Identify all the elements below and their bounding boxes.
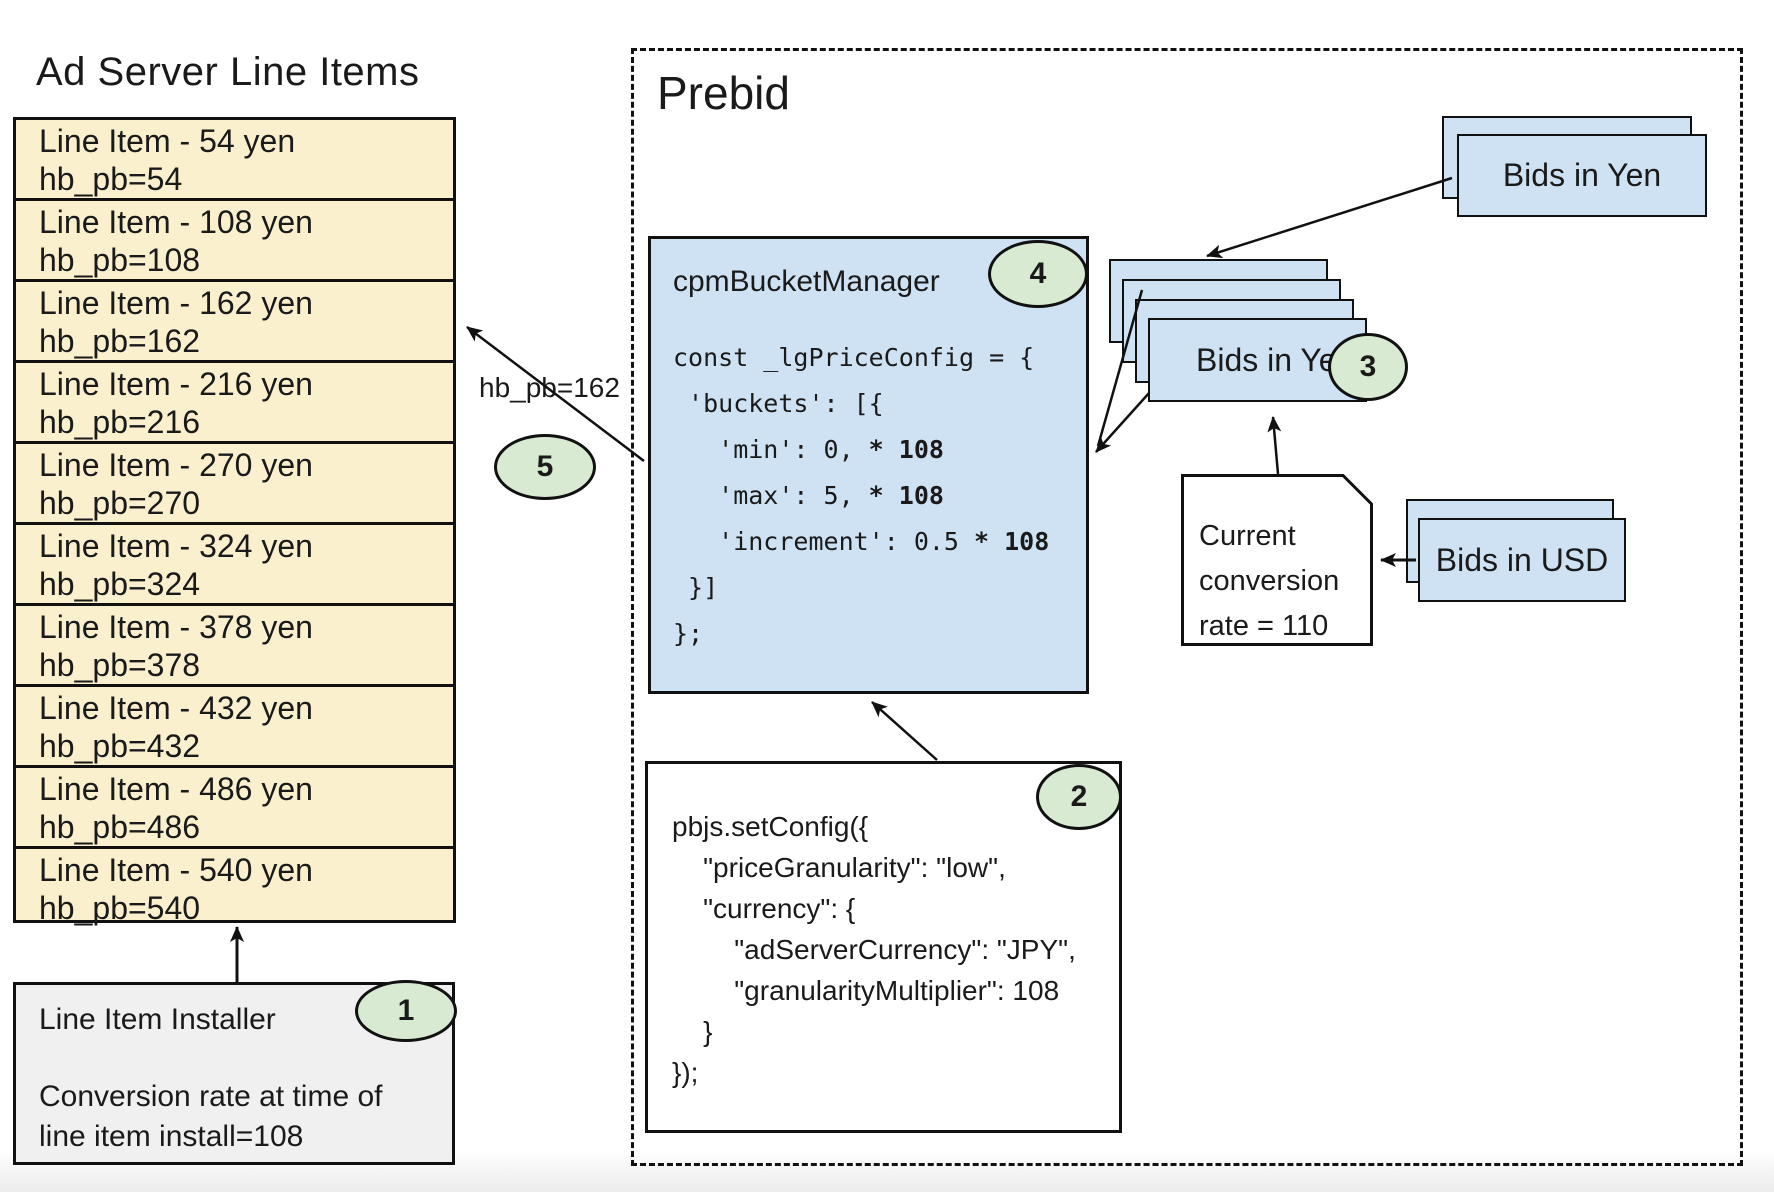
- line-item-key: hb_pb=270: [39, 485, 201, 521]
- line-item-label: Line Item - 486 yen: [39, 771, 313, 807]
- setconfig-code-line: }: [672, 1016, 713, 1047]
- step-badge-2: 2: [1036, 764, 1122, 830]
- line-item-key: hb_pb=162: [39, 323, 201, 359]
- line-item-label: Line Item - 108 yen: [39, 204, 313, 240]
- line-item-key: hb_pb=54: [39, 161, 183, 197]
- bucket-code-line: const _lgPriceConfig = {: [673, 343, 1035, 372]
- line-item-key: hb_pb=432: [39, 728, 201, 764]
- bucket-code-line: 'max': 5, * 108: [673, 481, 944, 510]
- line-item-key: hb_pb=378: [39, 647, 201, 683]
- cpm-bucket-manager-label: cpmBucketManager: [673, 265, 940, 298]
- prebid-title: Prebid: [657, 67, 790, 119]
- hb-pb-arrow-label: hb_pb=162: [479, 372, 620, 403]
- bids-in-yen-stack-label: Bids in Yen: [1196, 341, 1355, 378]
- bucket-code-line: 'increment': 0.5 * 108: [673, 527, 1050, 556]
- installer-title: Line Item Installer: [39, 1003, 276, 1036]
- line-item-key: hb_pb=108: [39, 242, 201, 278]
- cpm-bucket-manager-box: cpmBucketManager const _lgPriceConfig = …: [648, 236, 1089, 694]
- bids-in-usd-label: Bids in USD: [1435, 541, 1609, 578]
- bucket-code-line: }]: [673, 573, 719, 602]
- prebid-container: [631, 48, 1743, 1166]
- bucket-code-line: 'buckets': [{: [673, 389, 884, 418]
- installer-note: Conversion rate at time of line item ins…: [39, 1080, 383, 1153]
- bucket-code-line: 'min': 0, * 108: [673, 435, 944, 464]
- ad-server-title: Ad Server Line Items: [36, 50, 420, 94]
- line-item-key: hb_pb=540: [39, 890, 201, 926]
- setconfig-code-line: });: [672, 1057, 699, 1088]
- line-item-label: Line Item - 162 yen: [39, 285, 313, 321]
- bucket-manager-code: const _lgPriceConfig = { 'buckets': [{ '…: [673, 335, 1086, 657]
- line-item-label: Line Item - 54 yen: [39, 123, 296, 159]
- setconfig-code-line: "currency": {: [672, 893, 856, 924]
- line-item-label: Line Item - 216 yen: [39, 366, 313, 402]
- bids-in-yen-stack-card-front: Bids in Yen: [1148, 318, 1367, 402]
- line-item-label: Line Item - 270 yen: [39, 447, 313, 483]
- line-item-key: hb_pb=216: [39, 404, 201, 440]
- setconfig-code-line: "priceGranularity": "low",: [672, 852, 1006, 883]
- line-item-label: Line Item - 540 yen: [39, 852, 313, 888]
- conversion-rate-text: Current conversion rate = 110: [1199, 520, 1340, 642]
- step-badge-4: 4: [988, 240, 1088, 308]
- setconfig-code-line: "adServerCurrency": "JPY",: [672, 934, 1076, 965]
- step-badge-3: 3: [1328, 333, 1408, 401]
- note-shape: [1181, 474, 1373, 646]
- line-item-label: Line Item - 324 yen: [39, 528, 313, 564]
- conversion-rate-note: Current conversion rate = 110: [1181, 474, 1373, 646]
- line-item-label: Line Item - 378 yen: [39, 609, 313, 645]
- pbjs-setconfig-code: pbjs.setConfig({ "priceGranularity": "lo…: [672, 806, 1119, 1093]
- bucket-code-line: };: [673, 619, 704, 648]
- bids-in-usd-card: Bids in USD: [1418, 518, 1626, 602]
- setconfig-code-line: "granularityMultiplier": 108: [672, 975, 1060, 1006]
- line-item-key: hb_pb=324: [39, 566, 201, 602]
- line-item-key: hb_pb=486: [39, 809, 201, 845]
- pbjs-setconfig-box: pbjs.setConfig({ "priceGranularity": "lo…: [645, 761, 1122, 1133]
- step-badge-5: 5: [494, 434, 596, 500]
- line-item-label: Line Item - 432 yen: [39, 690, 313, 726]
- bids-in-yen-incoming-label: Bids in Yen: [1502, 157, 1662, 193]
- step-badge-1: 1: [355, 980, 457, 1042]
- bids-in-yen-incoming-card: Bids in Yen: [1457, 134, 1707, 217]
- setconfig-code-line: pbjs.setConfig({: [672, 811, 869, 842]
